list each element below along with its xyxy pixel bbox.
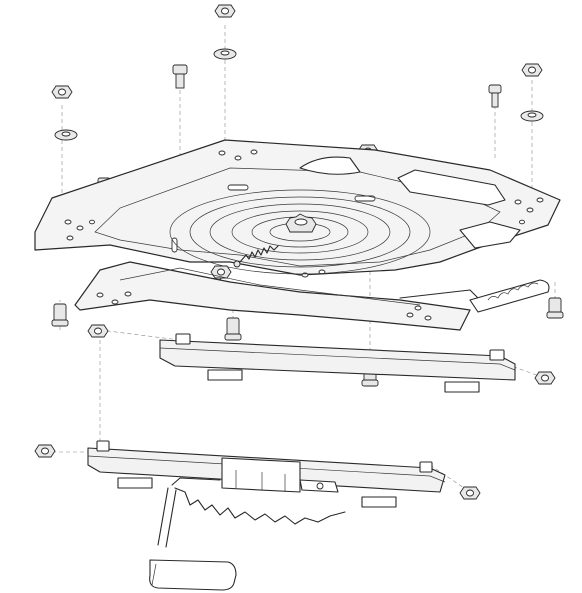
nut-icon [51, 85, 73, 99]
mid-fasteners [51, 297, 564, 387]
bolt-icon [488, 84, 502, 108]
turntable-rings [169, 189, 431, 275]
mounting-holes [64, 149, 544, 281]
washer-icon [520, 110, 544, 122]
return-spring [233, 245, 279, 268]
upper-swivel-plate [34, 139, 561, 281]
washer-icon [213, 48, 237, 60]
release-lever [399, 279, 550, 313]
crank-grip-icon [149, 559, 237, 591]
nut-icon [87, 324, 109, 338]
nut-icon [34, 444, 56, 458]
bottom-fasteners [34, 444, 481, 500]
center-pivot-knob [285, 213, 317, 233]
bolt-icon [172, 64, 188, 89]
slide-adjust-crank [149, 477, 237, 591]
nut-icon [534, 371, 556, 385]
upper-slide-rail [159, 333, 516, 393]
bolt-icon [224, 317, 242, 341]
nut-icon [459, 486, 481, 500]
bolt-icon [51, 303, 69, 327]
lower-base-plate [74, 261, 471, 331]
bolt-icon [546, 297, 564, 319]
nut-icon [214, 4, 236, 18]
nut-icon [521, 63, 543, 77]
lower-slide-rail [87, 440, 446, 525]
washer-icon [54, 129, 78, 141]
nut-icon [210, 265, 232, 279]
